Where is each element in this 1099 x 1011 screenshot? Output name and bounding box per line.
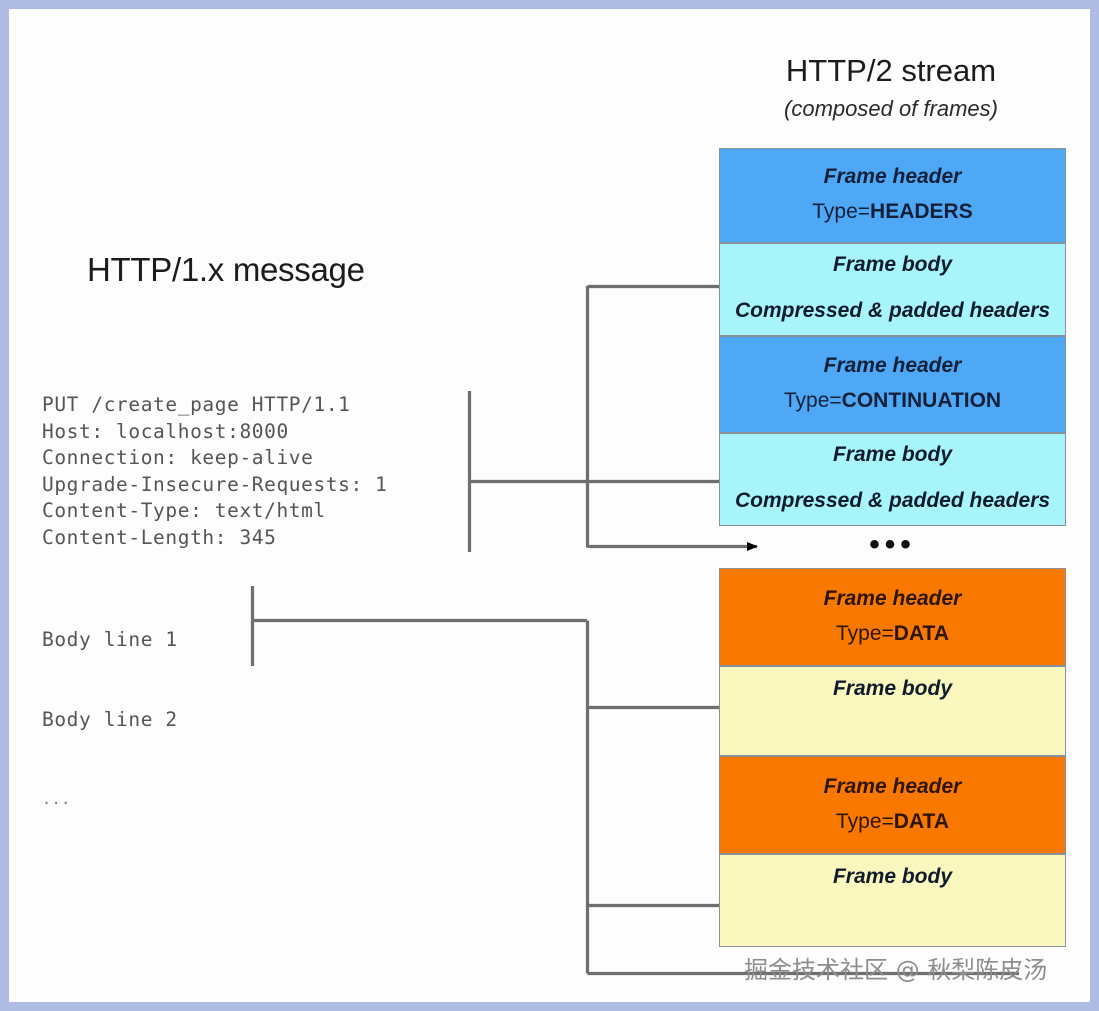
http1-body-block: Body line 1 Body line 2 ... [42, 574, 178, 866]
http1-headers-block: PUT /create_page HTTP/1.1 Host: localhos… [42, 393, 388, 549]
frame-body-detail: Compressed & padded headers [734, 299, 1051, 322]
frame-body-label: Frame body [832, 865, 953, 888]
frame-body-detail: Compressed & padded headers [734, 489, 1051, 512]
http1-message-title: HTTP/1.x message [87, 251, 365, 288]
frame-body-label: Frame body [832, 677, 953, 700]
frame-header-headers: Frame header Type=HEADERS [719, 148, 1066, 243]
frame-type-value: HEADERS [870, 199, 973, 223]
frame-type-label: Type=HEADERS [812, 200, 972, 224]
http2-stream-title: HTTP/2 stream [785, 53, 997, 88]
frame-header-label: Frame header [823, 165, 962, 189]
frame-type-prefix: Type= [812, 199, 871, 223]
frame-type-label: Type=DATA [836, 810, 949, 834]
frame-body-headers: Frame body Compressed & padded headers [719, 243, 1066, 336]
http1-body-line-2: Body line 2 [42, 707, 178, 731]
frame-type-label: Type=CONTINUATION [784, 389, 1001, 413]
frame-type-prefix: Type= [835, 809, 894, 833]
http1-body-line-1: Body line 1 [42, 628, 178, 651]
frame-type-prefix: Type= [835, 621, 894, 645]
frame-body-label: Frame body [832, 443, 953, 466]
frame-header-label: Frame header [823, 774, 962, 798]
frame-type-value: DATA [893, 809, 949, 833]
frame-body-data-1: Frame body [719, 666, 1066, 756]
watermark-text: 掘金技术社区 @ 秋梨陈皮汤 [744, 956, 1048, 984]
frame-type-value: CONTINUATION [841, 389, 1002, 413]
http1-body-ellipsis: ... [42, 790, 71, 808]
http2-stream-subtitle: (composed of frames) [784, 96, 998, 121]
frame-header-data-2: Frame header Type=DATA [719, 756, 1066, 854]
frame-body-data-2: Frame body [719, 854, 1066, 947]
frame-type-label: Type=DATA [836, 622, 949, 646]
frame-header-label: Frame header [823, 353, 962, 377]
frame-body-continuation: Frame body Compressed & padded headers [719, 433, 1066, 526]
frame-header-continuation: Frame header Type=CONTINUATION [719, 336, 1066, 433]
frame-type-prefix: Type= [783, 389, 842, 413]
frame-type-value: DATA [893, 621, 949, 645]
stream-ellipsis: ••• [869, 528, 916, 561]
frame-header-label: Frame header [823, 586, 962, 610]
frame-header-data-1: Frame header Type=DATA [719, 568, 1066, 666]
frame-body-label: Frame body [832, 253, 953, 276]
